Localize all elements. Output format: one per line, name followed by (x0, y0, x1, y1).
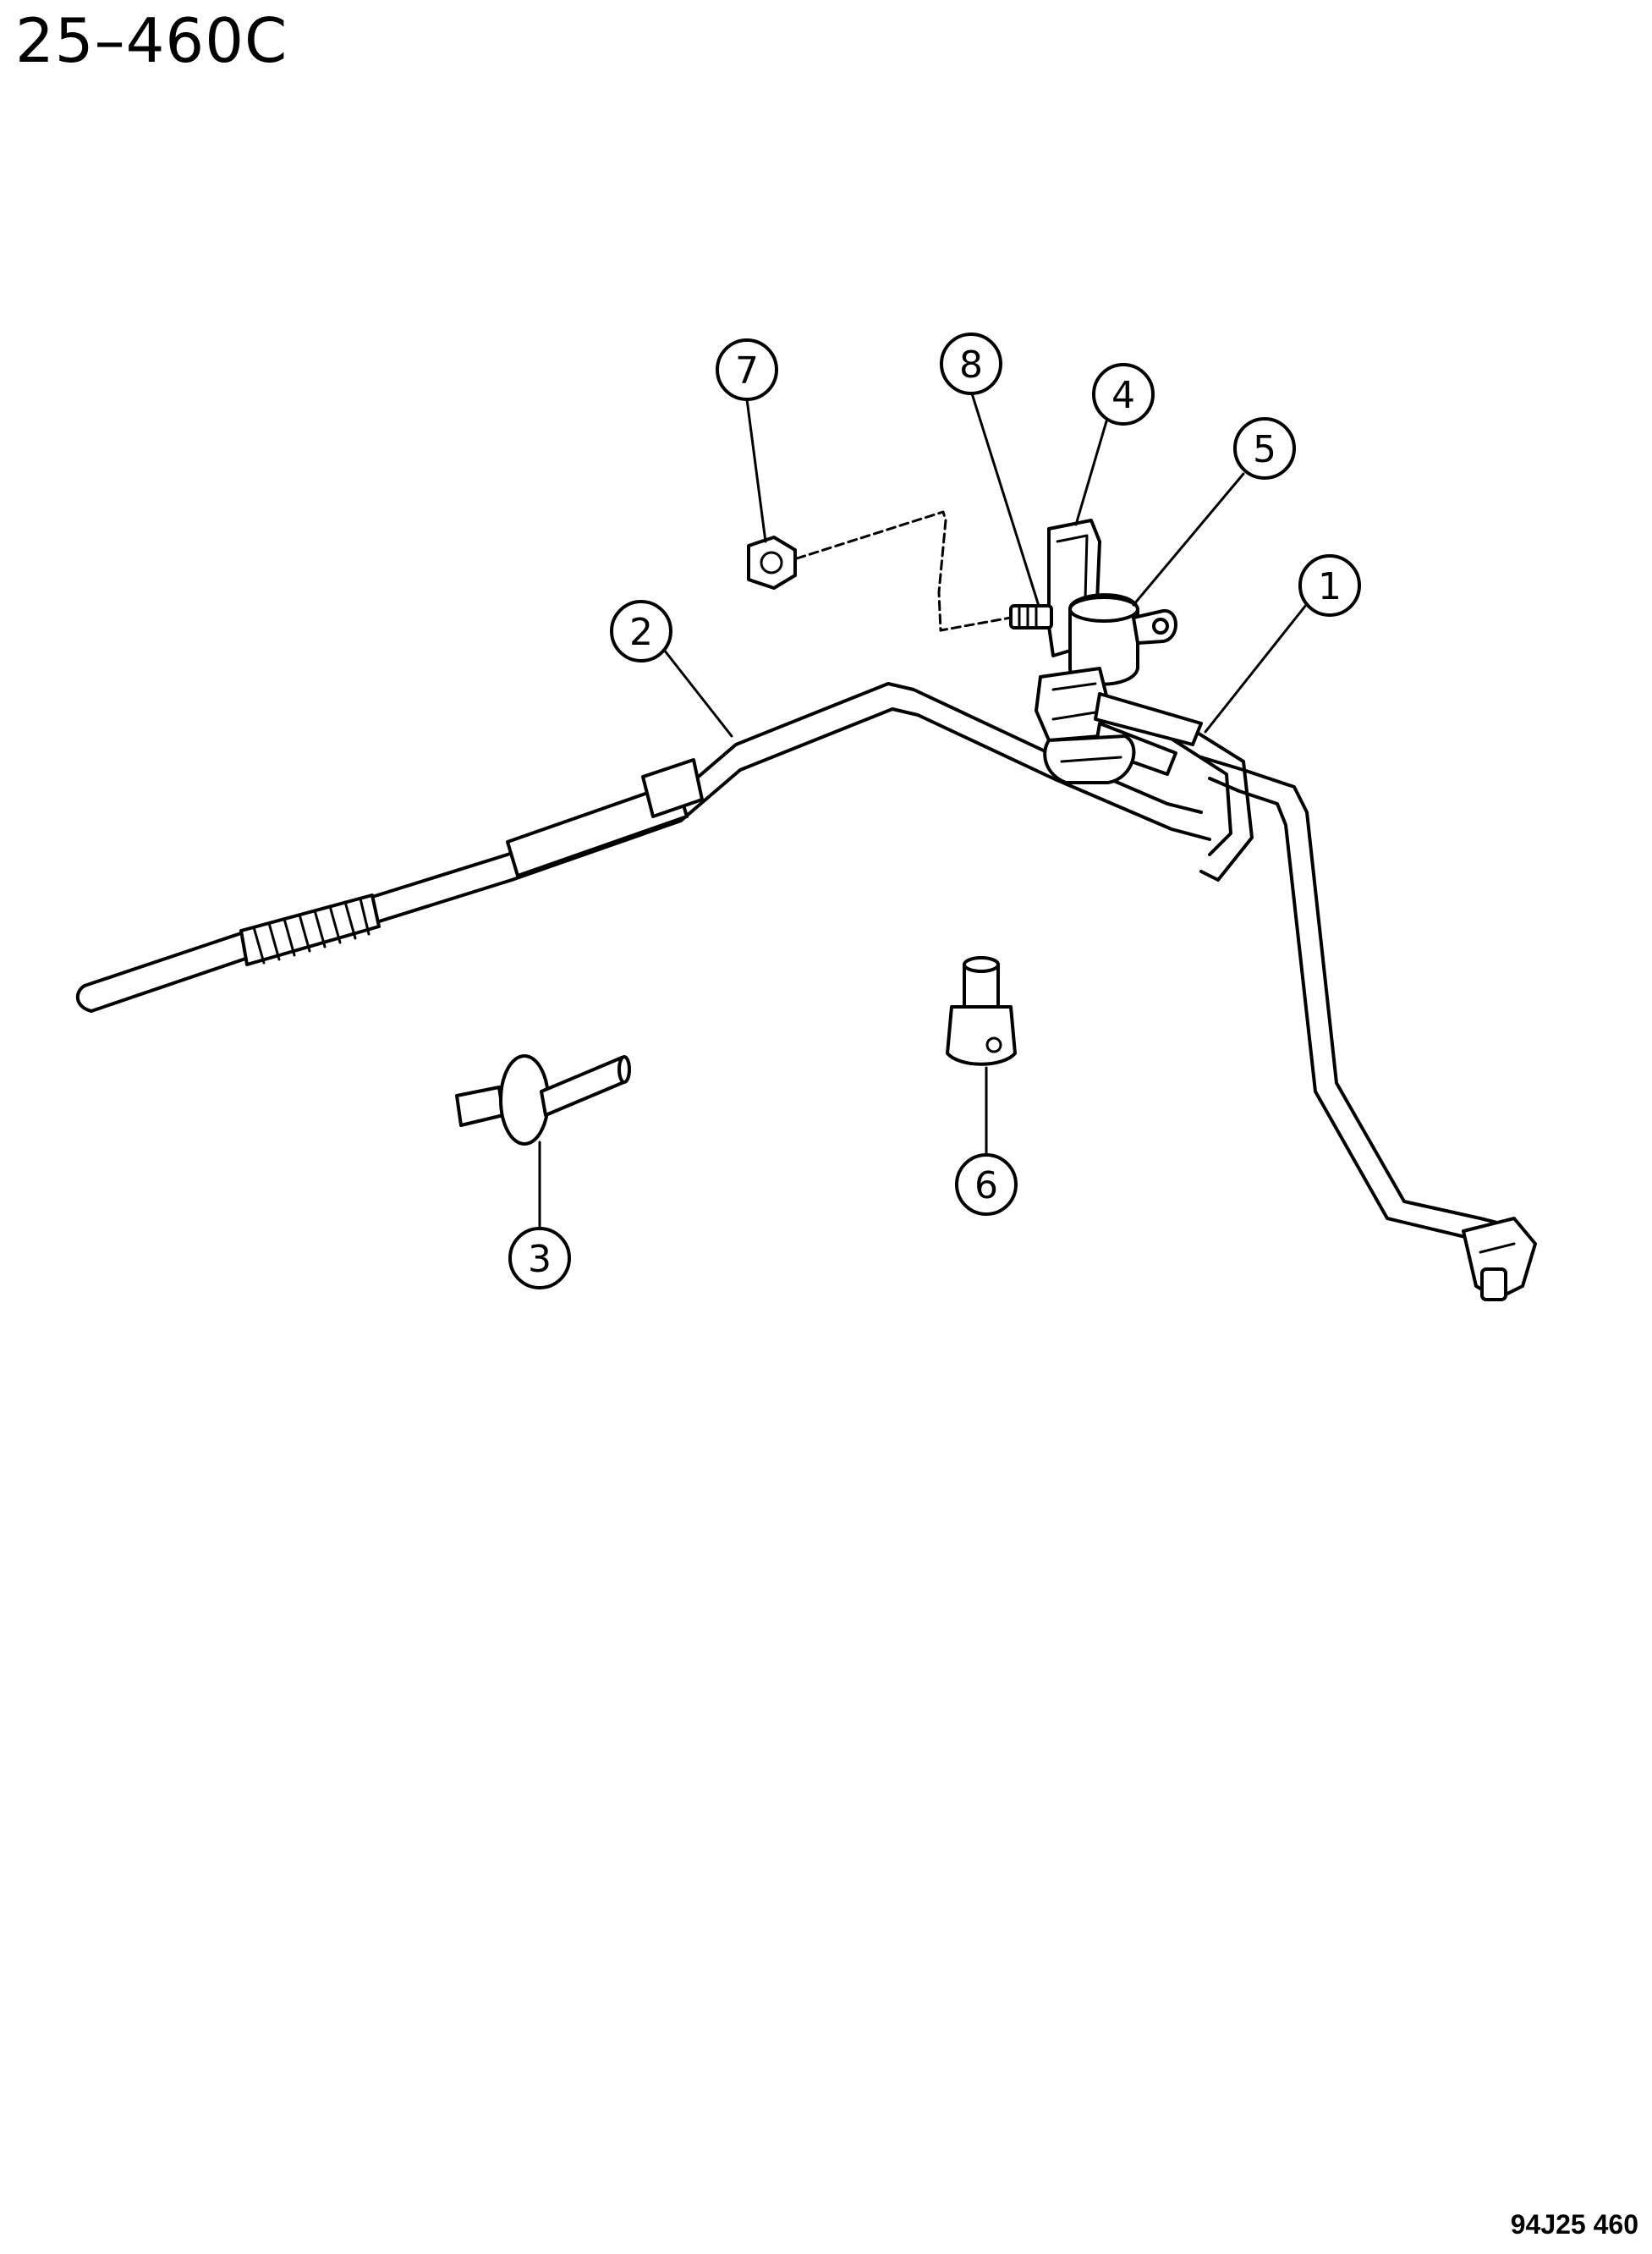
callout-7: 7 (716, 338, 778, 401)
callout-4: 4 (1092, 363, 1155, 426)
callout-2-label: 2 (629, 611, 653, 654)
leader-lines (538, 389, 1311, 1230)
callout-6: 6 (955, 1153, 1018, 1216)
hex-nut (747, 510, 1013, 632)
check-valve (455, 1054, 631, 1146)
figure-code: 94J25 460 (1510, 2209, 1638, 2240)
callout-1: 1 (1298, 554, 1361, 617)
callout-3: 3 (508, 1227, 571, 1289)
callout-8: 8 (940, 333, 1002, 395)
solenoid-and-bracket (1009, 519, 1203, 784)
diagram-title: 25–460C (15, 5, 288, 76)
callout-7-label: 7 (735, 349, 759, 393)
callout-5: 5 (1233, 417, 1296, 480)
callout-3-label: 3 (528, 1238, 552, 1281)
vacuum-tube (1166, 717, 1537, 1301)
callout-2: 2 (610, 600, 672, 662)
callout-6-label: 6 (974, 1164, 998, 1207)
cable-assembly (75, 682, 1211, 1013)
boot-sleeve (506, 758, 704, 877)
callout-5-label: 5 (1253, 428, 1276, 471)
fitting (946, 956, 1017, 1066)
coil-spring (239, 893, 381, 966)
stud (1009, 604, 1053, 629)
callout-8-label: 8 (959, 344, 983, 387)
callout-4-label: 4 (1111, 374, 1135, 417)
callout-1-label: 1 (1318, 565, 1342, 608)
